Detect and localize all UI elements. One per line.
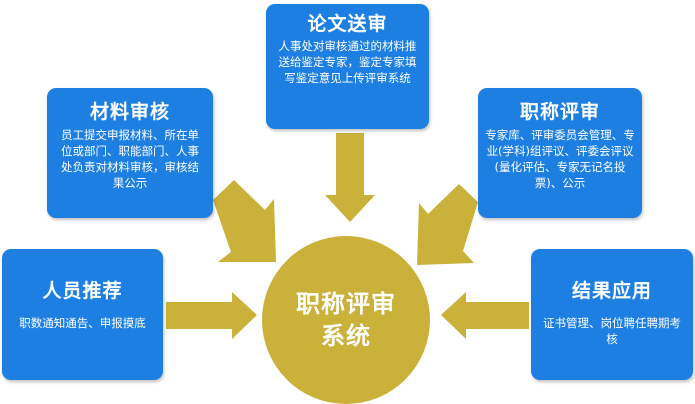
center-title-line1: 职称评审 [296, 290, 396, 318]
node-desc: 员工提交申报材料、所在单位或部门、职能部门、人事处负责对材料审核，审核结果公示 [61, 128, 199, 190]
node-title-evaluation: 职称评审 专家库、评审委员会管理、专业(学科)组评议、评委会评议(量化评估、专家… [478, 88, 642, 218]
node-material-review: 材料审核 员工提交申报材料、所在单位或部门、职能部门、人事处负责对材料审核，审核… [47, 88, 213, 218]
node-desc: 人事处对审核通过的材料推送给鉴定专家，鉴定专家填写鉴定意见上传评审系统 [278, 39, 417, 85]
node-title: 人员推荐 [42, 280, 123, 302]
node-paper-review: 论文送审 人事处对审核通过的材料推送给鉴定专家，鉴定专家填写鉴定意见上传评审系统 [266, 4, 429, 129]
node-desc: 证书管理、岗位聘任聘期考核 [543, 316, 681, 346]
node-desc: 专家库、评审委员会管理、专业(学科)组评议、评委会评议(量化评估、专家无记名投票… [485, 128, 635, 190]
node-personnel-recommendation: 人员推荐 职数通知通告、申报摸底 [2, 249, 163, 380]
arrow-from-left-top [213, 180, 276, 262]
node-desc: 职数通知通告、申报摸底 [19, 316, 146, 330]
arrow-from-right [441, 292, 529, 339]
arrow-from-left [166, 292, 257, 339]
center-title-line2: 系统 [321, 322, 371, 350]
node-title: 材料审核 [89, 101, 170, 123]
node-title: 职称评审 [519, 101, 600, 123]
node-title: 结果应用 [571, 280, 652, 302]
node-result-application: 结果应用 证书管理、岗位聘任聘期考核 [531, 249, 693, 380]
node-title: 论文送审 [307, 13, 388, 35]
arrow-from-right-top [417, 184, 478, 265]
center-hub: 职称评审 系统 [262, 236, 430, 404]
arrow-from-top [325, 133, 375, 222]
